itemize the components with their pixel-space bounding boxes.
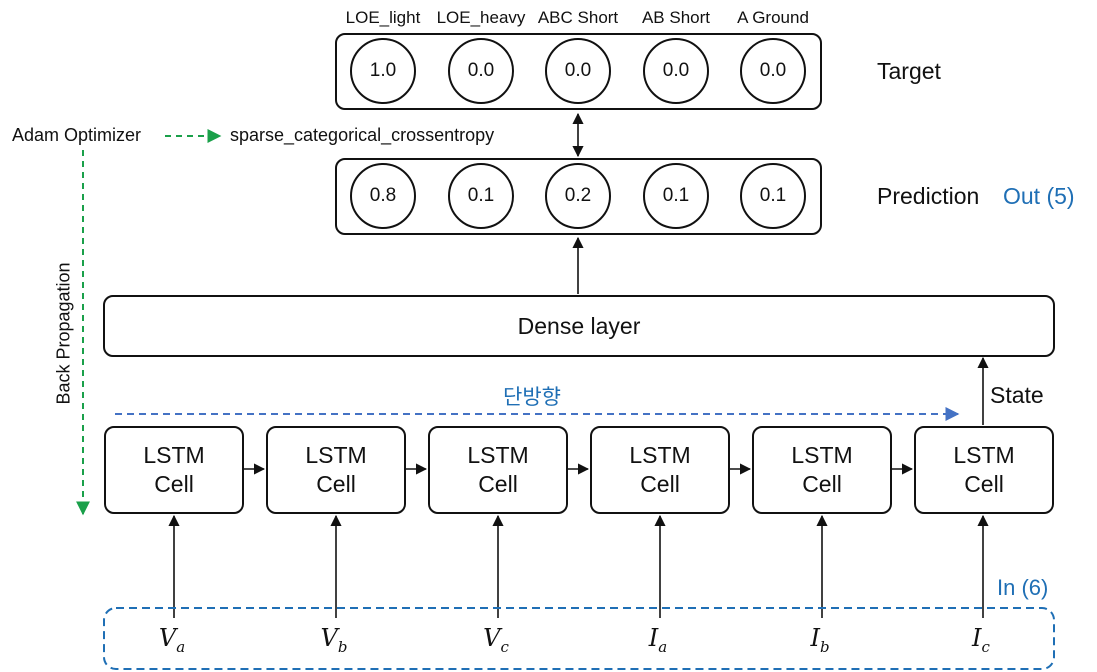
lstm-cell-line2: Cell	[478, 471, 518, 497]
optimizer-label: Adam Optimizer	[12, 125, 142, 145]
input-variable: Va	[152, 624, 192, 656]
input-variable: Ia	[638, 624, 678, 656]
input-variable-subscript: a	[176, 637, 186, 656]
input-variable-subscript: b	[819, 637, 830, 656]
lstm-cell-line2: Cell	[154, 471, 194, 497]
input-variable: Vb	[314, 624, 354, 656]
lstm-cell: LSTM Cell	[266, 426, 406, 514]
input-variable: Ic	[961, 624, 1001, 656]
input-variable-subscript: a	[658, 637, 668, 656]
lstm-cell: LSTM Cell	[752, 426, 892, 514]
lstm-cell-line1: LSTM	[791, 442, 853, 468]
lstm-cell: LSTM Cell	[590, 426, 730, 514]
lstm-cell: LSTM Cell	[428, 426, 568, 514]
lstm-cell: LSTM Cell	[914, 426, 1054, 514]
input-variable-base: I	[810, 624, 820, 652]
dense-layer-box: Dense layer	[103, 295, 1055, 357]
input-variable-subscript: b	[337, 637, 348, 656]
lstm-cell-line2: Cell	[640, 471, 680, 497]
lstm-cell-line2: Cell	[964, 471, 1004, 497]
target-label: Target	[877, 58, 941, 84]
direction-label: 단방향	[503, 385, 561, 409]
lstm-cell-line1: LSTM	[953, 442, 1015, 468]
input-variable: Ib	[800, 624, 840, 656]
output-count-label: Out (5)	[1003, 183, 1075, 209]
input-variable-subscript: c	[981, 637, 990, 656]
lstm-cell: LSTM Cell	[104, 426, 244, 514]
prediction-node: 0.1	[740, 163, 806, 229]
loss-function-label: sparse_categorical_crossentropy	[230, 125, 495, 145]
target-node: 1.0	[350, 38, 416, 104]
input-variable-base: V	[320, 624, 338, 652]
input-count-label: In (6)	[997, 575, 1049, 600]
class-label: LOE_heavy	[436, 8, 526, 27]
backprop-label: Back Propagation	[53, 262, 74, 405]
lstm-cell-line1: LSTM	[143, 442, 205, 468]
lstm-cell-line1: LSTM	[467, 442, 529, 468]
class-label: AB Short	[641, 8, 711, 27]
prediction-node: 0.1	[643, 163, 709, 229]
lstm-cell-line1: LSTM	[305, 442, 367, 468]
dense-layer-label: Dense layer	[517, 312, 641, 339]
input-variable-base: V	[158, 624, 177, 652]
target-node: 0.0	[545, 38, 611, 104]
prediction-node: 0.1	[448, 163, 514, 229]
input-variable-base: I	[972, 624, 982, 652]
input-variable-subscript: c	[500, 637, 509, 656]
input-variable-base: V	[483, 624, 501, 652]
target-node: 0.0	[740, 38, 806, 104]
lstm-cell-line2: Cell	[802, 471, 842, 497]
prediction-node: 0.2	[545, 163, 611, 229]
input-variable-base: I	[648, 624, 659, 652]
state-label: State	[990, 382, 1044, 408]
target-node: 0.0	[448, 38, 514, 104]
class-label: ABC Short	[537, 8, 619, 27]
prediction-node: 0.8	[350, 163, 416, 229]
input-group-box	[103, 607, 1055, 670]
input-variable: Vc	[476, 624, 516, 656]
class-label: A Ground	[737, 8, 809, 27]
lstm-cell-line1: LSTM	[629, 442, 691, 468]
lstm-cell-line2: Cell	[316, 471, 356, 497]
class-label: LOE_light	[345, 8, 421, 27]
target-node: 0.0	[643, 38, 709, 104]
prediction-label: Prediction	[877, 183, 980, 209]
